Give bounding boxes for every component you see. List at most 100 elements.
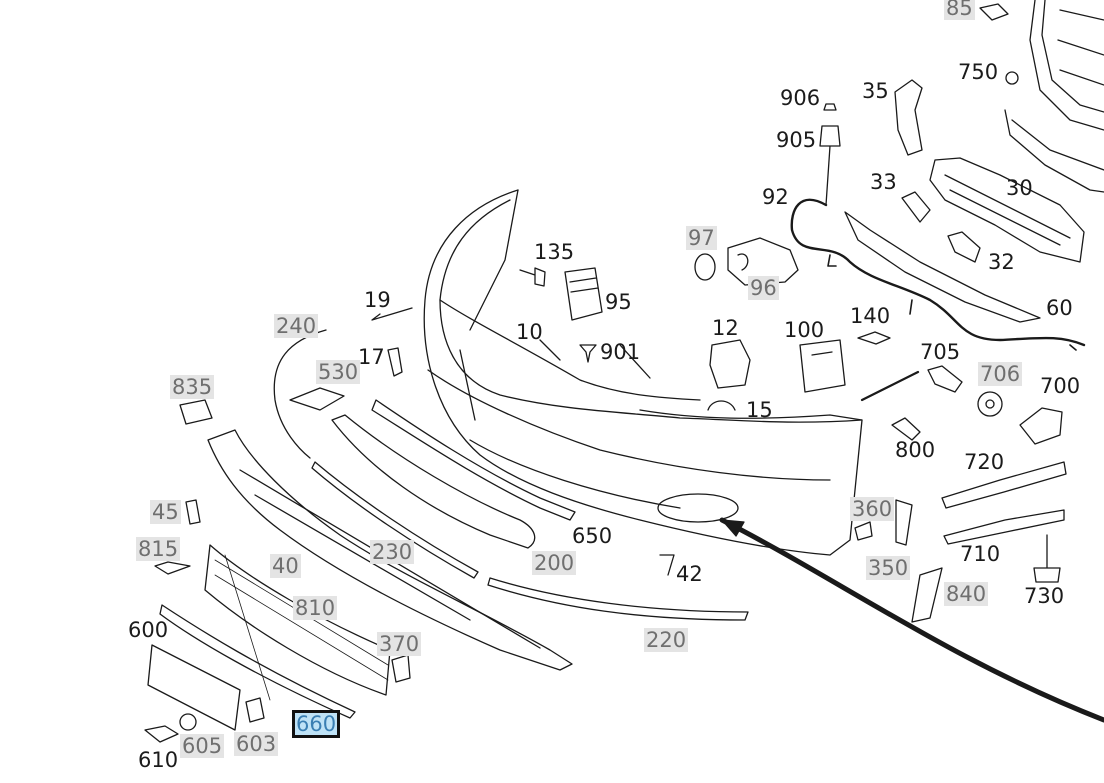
arrow-part-705 xyxy=(860,370,920,402)
callout-15[interactable]: 15 xyxy=(746,398,773,422)
bracket-part-700 xyxy=(1019,407,1063,445)
callout-800[interactable]: 800 xyxy=(895,438,936,462)
bolt-part-705 xyxy=(927,365,963,393)
callout-95[interactable]: 95 xyxy=(605,290,632,314)
callout-40[interactable]: 40 xyxy=(270,554,301,578)
plate-bracket xyxy=(147,644,241,731)
callout-650[interactable]: 650 xyxy=(572,524,613,548)
bumper-cover-part-10 xyxy=(423,189,863,556)
callout-350[interactable]: 350 xyxy=(866,556,911,580)
callout-901[interactable]: 901 xyxy=(600,340,641,364)
callout-705[interactable]: 705 xyxy=(920,340,961,364)
lower-spoiler-part-40 xyxy=(207,429,573,671)
callout-710[interactable]: 710 xyxy=(960,542,1001,566)
callout-35[interactable]: 35 xyxy=(862,79,889,103)
washer-part-605 xyxy=(179,713,197,731)
callout-60[interactable]: 60 xyxy=(1046,296,1073,320)
bracket-part-35 xyxy=(894,79,923,156)
callout-17[interactable]: 17 xyxy=(358,345,385,369)
nut-part-750 xyxy=(1005,71,1019,85)
callout-815[interactable]: 815 xyxy=(136,537,181,561)
screw-part-815 xyxy=(154,561,191,575)
callout-12[interactable]: 12 xyxy=(712,316,739,340)
arrow-part-19 xyxy=(371,307,413,321)
callout-600[interactable]: 600 xyxy=(128,618,169,642)
callout-92[interactable]: 92 xyxy=(762,185,789,209)
callout-42[interactable]: 42 xyxy=(676,562,703,586)
radiator-support-part xyxy=(1004,0,1104,193)
trim-part-600 xyxy=(159,604,356,719)
cover-part-530 xyxy=(289,387,345,411)
clip-part-15 xyxy=(707,400,736,411)
sensor-part-96 xyxy=(727,237,799,286)
bracket-part-32 xyxy=(947,231,981,263)
connector-part-906 xyxy=(823,103,837,111)
callout-370[interactable]: 370 xyxy=(377,632,422,656)
callout-200[interactable]: 200 xyxy=(532,551,577,575)
grille-part-200 xyxy=(331,414,536,549)
callout-19[interactable]: 19 xyxy=(364,288,391,312)
bolt-part-730 xyxy=(1033,534,1061,583)
callout-33[interactable]: 33 xyxy=(870,170,897,194)
rail-part-720 xyxy=(941,461,1067,509)
callout-32[interactable]: 32 xyxy=(988,250,1015,274)
wiring-harness-part-92 xyxy=(790,198,1086,347)
callout-840[interactable]: 840 xyxy=(944,582,989,606)
callout-610[interactable]: 610 xyxy=(138,748,179,772)
callout-135[interactable]: 135 xyxy=(534,240,575,264)
rail-part-60 xyxy=(844,211,1041,323)
callout-100[interactable]: 100 xyxy=(784,318,825,342)
fastener-part-140 xyxy=(857,331,891,345)
callout-906[interactable]: 906 xyxy=(780,86,821,110)
callout-240[interactable]: 240 xyxy=(274,314,319,338)
callout-96[interactable]: 96 xyxy=(748,276,779,300)
clip-part-835 xyxy=(179,399,213,425)
callout-730[interactable]: 730 xyxy=(1024,584,1065,608)
callout-530[interactable]: 530 xyxy=(316,360,361,384)
clip-part-45 xyxy=(185,499,201,525)
sensor-part-360 xyxy=(895,499,913,546)
callout-810[interactable]: 810 xyxy=(293,596,338,620)
callout-603[interactable]: 603 xyxy=(234,732,279,756)
grille-insert-part-840 xyxy=(911,567,943,623)
callout-230[interactable]: 230 xyxy=(370,540,415,564)
connector-part-905 xyxy=(819,125,841,206)
callout-660-selected[interactable]: 660 xyxy=(292,710,341,738)
callout-45[interactable]: 45 xyxy=(150,500,181,524)
screw-part-135 xyxy=(519,267,546,287)
callout-605[interactable]: 605 xyxy=(180,734,225,758)
callout-700[interactable]: 700 xyxy=(1040,374,1081,398)
callout-85[interactable]: 85 xyxy=(944,0,975,20)
callout-360[interactable]: 360 xyxy=(850,497,895,521)
callout-97[interactable]: 97 xyxy=(686,226,717,250)
impact-absorber-part-30 xyxy=(929,157,1085,263)
grille-frame-part-650 xyxy=(371,399,576,521)
trim-strip-part-220 xyxy=(487,577,749,621)
bolt-part-800 xyxy=(891,417,921,441)
callout-220[interactable]: 220 xyxy=(644,628,689,652)
clip-part-42 xyxy=(659,554,675,576)
bracket-part-33 xyxy=(901,191,931,223)
bracket-part-12 xyxy=(709,339,751,389)
washer-part-706 xyxy=(977,391,1003,417)
cover-part-370 xyxy=(391,654,411,683)
callout-140[interactable]: 140 xyxy=(850,304,891,328)
callout-30[interactable]: 30 xyxy=(1006,176,1033,200)
clip-part-901 xyxy=(579,344,597,363)
callout-835[interactable]: 835 xyxy=(170,375,215,399)
trim-strip-part-230 xyxy=(311,461,479,579)
callout-706[interactable]: 706 xyxy=(978,362,1023,386)
pointer-arrow xyxy=(719,517,1104,723)
trim-part-240 xyxy=(273,329,327,459)
callout-905[interactable]: 905 xyxy=(776,128,817,152)
callout-10[interactable]: 10 xyxy=(516,320,543,344)
screw-part-610 xyxy=(144,725,179,743)
callout-720[interactable]: 720 xyxy=(964,450,1005,474)
clip-part-17 xyxy=(387,347,403,377)
clip-part-85 xyxy=(979,3,1009,21)
callout-750[interactable]: 750 xyxy=(958,60,999,84)
nut-part-603 xyxy=(245,697,265,723)
control-unit-part-95 xyxy=(564,267,603,321)
